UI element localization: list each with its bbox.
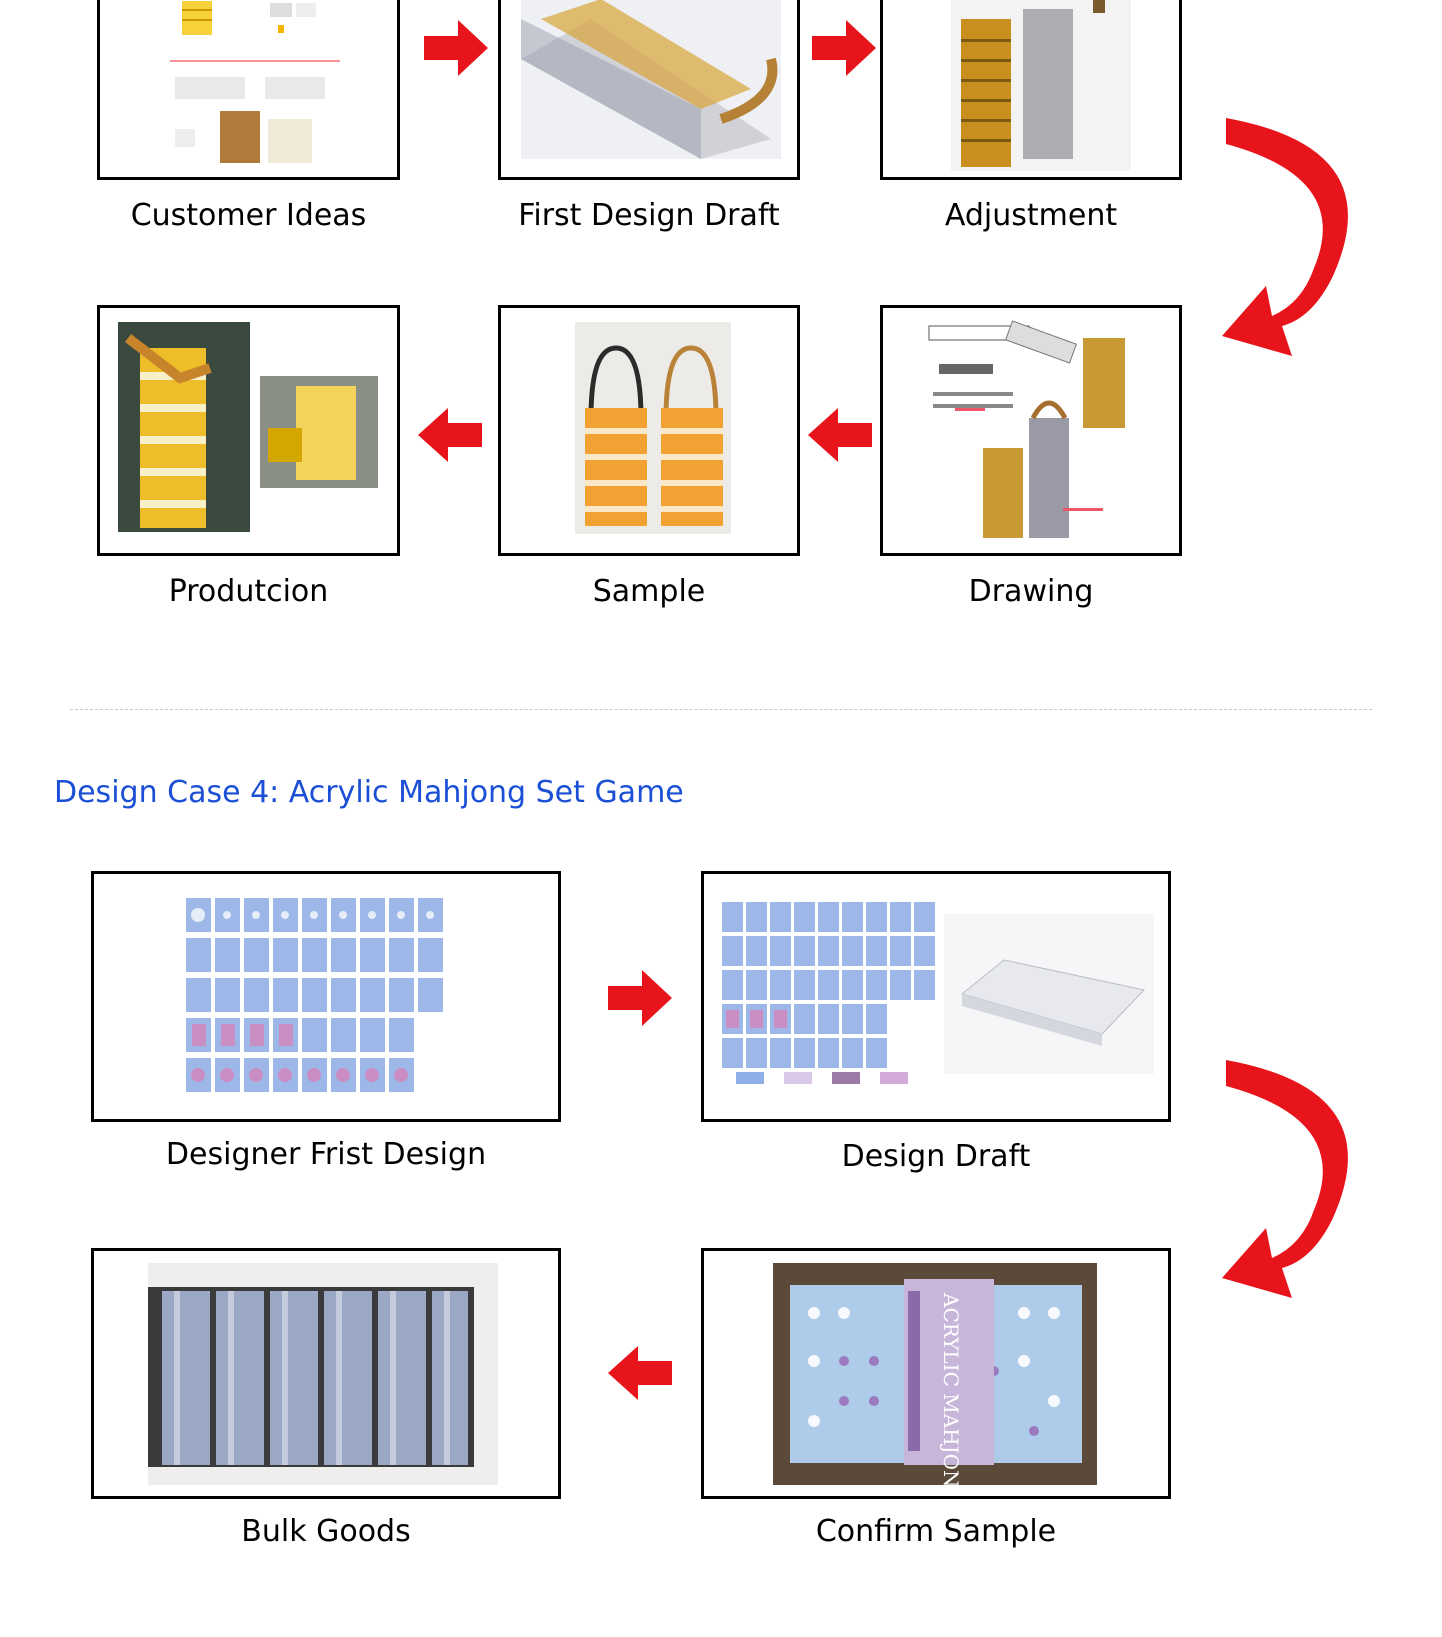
step-caption: Designer Frist Design	[165, 1137, 487, 1172]
designer-first-design-image	[91, 871, 561, 1122]
customer-ideas-image	[97, 0, 400, 180]
box-text: ACRYLIC MAHJONG SET	[939, 1292, 963, 1496]
design-draft-image	[701, 871, 1171, 1122]
curved-down-arrow-icon	[1222, 118, 1362, 373]
step-caption: Produtcion	[168, 574, 329, 609]
step-caption: Bulk Goods	[241, 1514, 411, 1549]
right-arrow-icon	[424, 20, 488, 76]
production-image	[97, 305, 400, 556]
confirm-sample-image: ACRYLIC MAHJONG SET	[701, 1248, 1171, 1499]
step-caption: Confirm Sample	[815, 1514, 1057, 1549]
left-arrow-icon	[418, 408, 482, 462]
bulk-goods-image	[91, 1248, 561, 1499]
step-caption: Customer Ideas	[130, 198, 367, 233]
left-arrow-icon	[808, 408, 872, 462]
step-caption: Drawing	[968, 574, 1094, 609]
curved-down-arrow-icon	[1222, 1060, 1362, 1315]
sample-image	[498, 305, 800, 556]
step-caption: First Design Draft	[518, 198, 780, 233]
left-arrow-icon	[608, 1346, 672, 1400]
right-arrow-icon	[608, 970, 672, 1026]
drawing-image	[880, 305, 1182, 556]
right-arrow-icon	[812, 20, 876, 76]
step-caption: Design Draft	[841, 1139, 1031, 1174]
section-divider	[70, 709, 1372, 710]
first-design-draft-image	[498, 0, 800, 180]
adjustment-image	[880, 0, 1182, 180]
step-caption: Sample	[592, 574, 706, 609]
section-title[interactable]: Design Case 4: Acrylic Mahjong Set Game	[54, 775, 684, 810]
step-caption: Adjustment	[944, 198, 1118, 233]
